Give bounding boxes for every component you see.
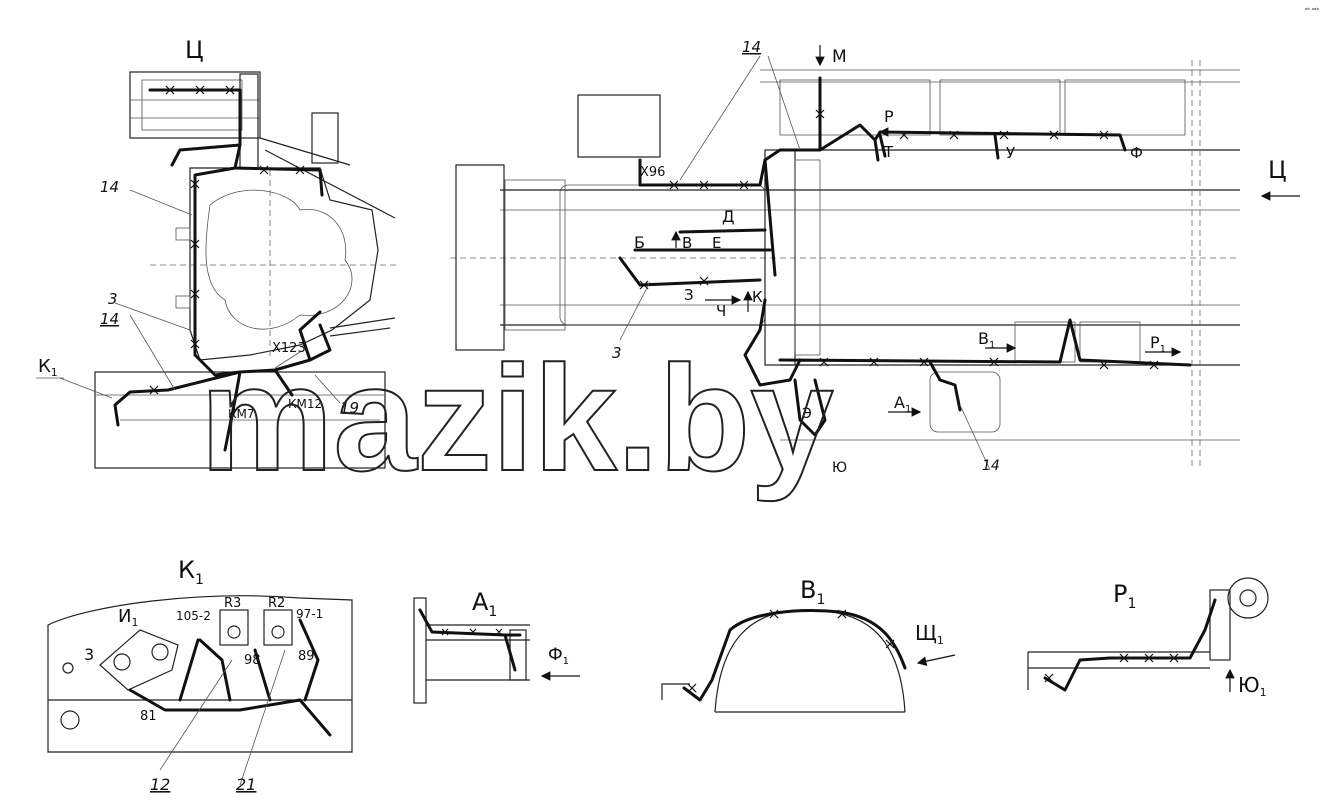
label-3-left: 3 — [108, 290, 118, 308]
detail-k1-title: К1 — [178, 556, 204, 588]
label-a1: А1 — [894, 393, 911, 415]
label-19: 19 — [340, 399, 359, 417]
label-v: В — [682, 234, 692, 252]
label-k1-3: 3 — [84, 645, 94, 664]
label-km12: КМ12 — [288, 397, 322, 411]
label-t: Т — [883, 143, 894, 161]
label-e: Е — [712, 234, 721, 252]
label-i1: И1 — [118, 606, 138, 629]
left-view-title: Ц — [185, 36, 204, 64]
label-r3: R3 — [224, 596, 241, 611]
harness-clips-right — [639, 109, 1159, 370]
label-14-top: 14 — [742, 38, 761, 56]
label-89: 89 — [298, 649, 315, 664]
corner-mark: ᵃᵇ ᵃᵃᵇ — [1305, 7, 1320, 14]
label-z: З — [684, 286, 694, 304]
label-3-right: 3 — [612, 344, 622, 362]
label-k1: К1 — [38, 356, 58, 379]
detail-a1: А1 Ф1 — [413, 588, 580, 704]
label-k: К — [752, 288, 763, 306]
detail-r1-title: Р1 — [1113, 580, 1136, 612]
label-yu1: Ю1 — [1238, 673, 1267, 699]
label-x123: Х123 — [272, 341, 306, 356]
left-view: Ц 14 3 14 К1 Х123 КМ7 КМ12 19 — [36, 36, 400, 469]
detail-v1: В1 Щ1 — [661, 576, 956, 713]
right-view-arrow-label: Ц — [1268, 156, 1287, 184]
detail-v1-title: В1 — [800, 576, 825, 608]
label-d: Д — [722, 207, 735, 226]
label-12: 12 — [150, 775, 170, 794]
detail-a1-title: А1 — [472, 588, 497, 620]
label-m: М — [832, 47, 847, 67]
label-p: Р — [884, 107, 894, 126]
label-f1: Ф1 — [548, 645, 569, 667]
label-r2: R2 — [268, 596, 285, 611]
label-105-2: 105-2 — [176, 609, 211, 623]
label-81: 81 — [140, 709, 157, 724]
label-km7: КМ7 — [228, 407, 255, 421]
label-v1: В1 — [978, 329, 995, 351]
right-view: 14 М Х96 Р Т У Ф Ц Д Б В Е З Ч К 3 В1 Р1… — [450, 38, 1300, 476]
label-yu: Ю — [832, 460, 847, 476]
label-21: 21 — [236, 775, 256, 794]
label-e-letter: Э — [802, 406, 812, 422]
harness-clips-left — [149, 85, 305, 395]
label-sh1: Щ1 — [915, 621, 944, 647]
label-14-left: 14 — [100, 178, 119, 196]
label-x96: Х96 — [640, 165, 665, 180]
label-u: У — [1006, 144, 1015, 162]
label-r1: Р1 — [1150, 333, 1166, 355]
label-14b-left: 14 — [100, 310, 119, 328]
label-98: 98 — [244, 653, 261, 668]
label-14-bottom: 14 — [982, 458, 1000, 474]
label-ch: Ч — [716, 302, 726, 320]
detail-k1: К1 И1 3 105-2 R3 R2 97-1 98 89 81 12 21 — [47, 556, 353, 794]
label-f: Ф — [1130, 144, 1143, 162]
detail-r1: Р1 Ю1 — [1027, 577, 1269, 699]
label-97-1: 97-1 — [296, 607, 323, 621]
watermark: mazik.by — [200, 334, 834, 502]
label-b: Б — [634, 233, 645, 252]
